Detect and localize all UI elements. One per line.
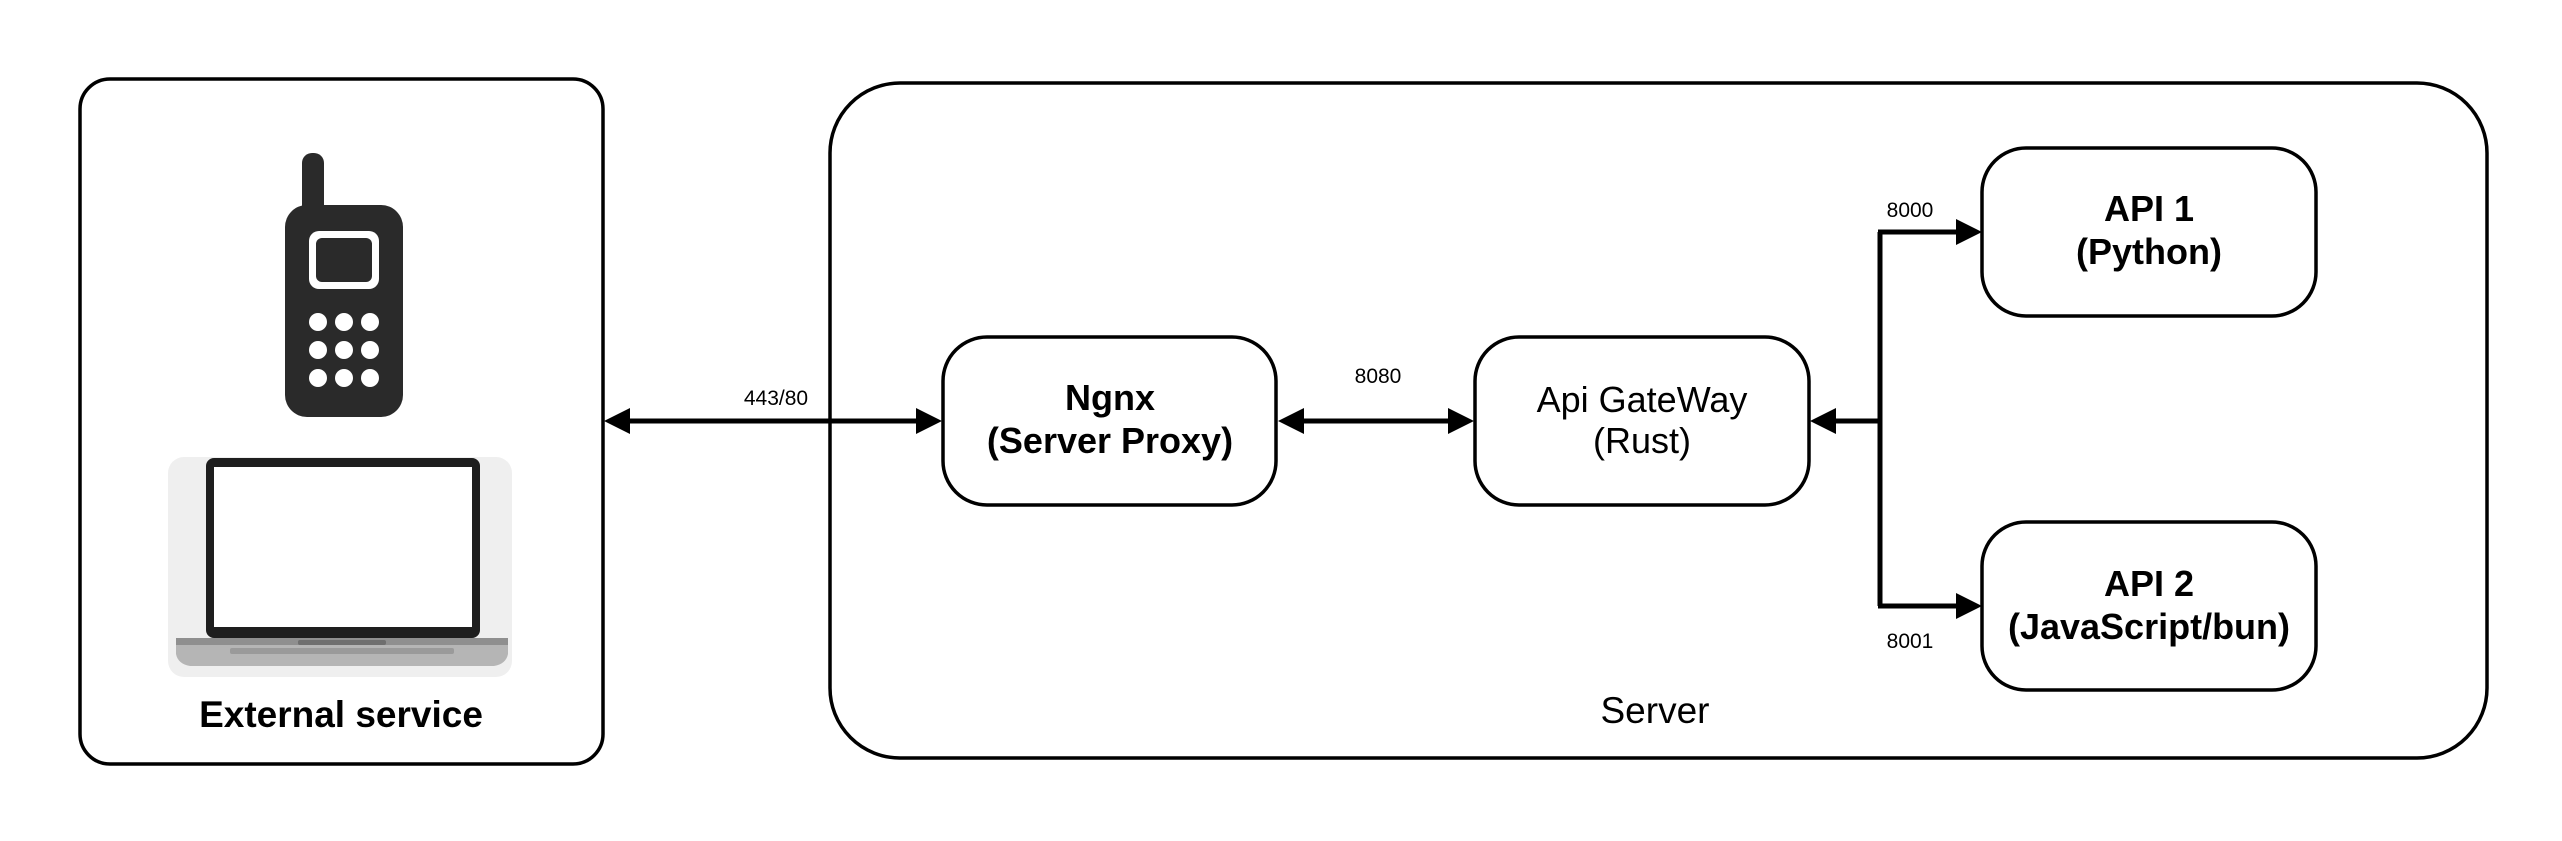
server-label: Server (1601, 690, 1710, 731)
edge-label-8080: 8080 (1355, 365, 1402, 388)
laptop-icon (168, 457, 512, 677)
arrowhead-right (1448, 408, 1474, 434)
edge-external-ngnx: 443/80 (604, 387, 942, 434)
arrowhead-api-1 (1956, 219, 1982, 245)
arrowhead-right (916, 408, 942, 434)
api-2-title: API 2 (2104, 563, 2194, 604)
edge-label-8000: 8000 (1887, 199, 1934, 222)
edge-ngnx-gateway: 8080 (1278, 365, 1474, 434)
edge-label-8001: 8001 (1887, 630, 1934, 653)
node-api-2: API 2 (JavaScript/bun) (1980, 520, 2318, 692)
api-2-subtitle: (JavaScript/bun) (2008, 606, 2290, 647)
arrowhead-api-2 (1956, 593, 1982, 619)
mobile-phone-icon (285, 153, 403, 417)
external-service-label: External service (199, 694, 483, 735)
api-1-subtitle: (Python) (2076, 231, 2222, 272)
ngnx-box (941, 335, 1278, 507)
external-service-group: External service (78, 77, 605, 766)
api-gateway-box (1473, 335, 1811, 507)
arrowhead-left (1810, 408, 1836, 434)
edge-gateway-apis: 8000 8001 (1810, 199, 1982, 653)
arrowhead-left (604, 408, 630, 434)
arrowhead-left (1278, 408, 1304, 434)
node-api-1: API 1 (Python) (1980, 146, 2318, 318)
api-gateway-subtitle: (Rust) (1593, 420, 1691, 461)
ngnx-subtitle: (Server Proxy) (987, 420, 1233, 461)
node-api-gateway: Api GateWay (Rust) (1473, 335, 1811, 507)
ngnx-title: Ngnx (1065, 377, 1155, 418)
api-1-title: API 1 (2104, 188, 2194, 229)
node-ngnx: Ngnx (Server Proxy) (941, 335, 1278, 507)
api-gateway-title: Api GateWay (1537, 379, 1748, 420)
edge-label-443-80: 443/80 (744, 387, 808, 410)
